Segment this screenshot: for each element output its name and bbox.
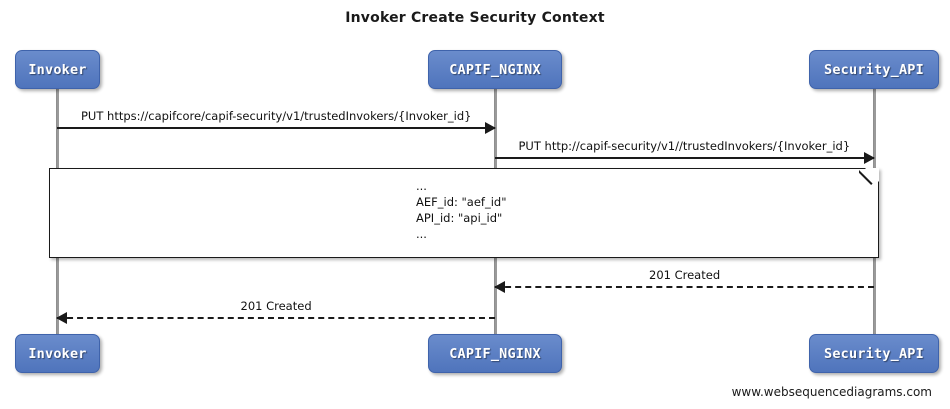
- participant-label: Invoker: [28, 61, 87, 78]
- participant-label: Security_API: [824, 61, 924, 78]
- note-line: ...: [416, 227, 427, 241]
- note-line: API_id: "api_id": [416, 211, 503, 225]
- participant-capif_nginx-top[interactable]: CAPIF_NGINX: [428, 50, 562, 89]
- message-line: [495, 286, 874, 288]
- participant-invoker-bottom[interactable]: Invoker: [15, 334, 100, 373]
- participant-invoker-top[interactable]: Invoker: [15, 50, 100, 89]
- message-line: [57, 127, 495, 129]
- note-line: ...: [416, 179, 427, 193]
- message-label: 201 Created: [240, 299, 312, 313]
- message-label: PUT http://capif-security/v1//trustedInv…: [518, 139, 851, 153]
- note-box: ... AEF_id: "aef_id" API_id: "api_id"...: [49, 168, 879, 258]
- arrowhead-left-icon: [494, 281, 505, 293]
- message-line: [57, 317, 495, 319]
- participant-label: Security_API: [824, 345, 924, 362]
- note-line: AEF_id: "aef_id": [416, 195, 507, 209]
- note-text: ... AEF_id: "aef_id" API_id: "api_id"...: [416, 178, 507, 242]
- arrowhead-left-icon: [56, 312, 67, 324]
- participant-capif_nginx-bottom[interactable]: CAPIF_NGINX: [428, 334, 562, 373]
- participant-label: CAPIF_NGINX: [449, 345, 541, 362]
- participant-security_api-top[interactable]: Security_API: [809, 50, 939, 89]
- participant-security_api-bottom[interactable]: Security_API: [809, 334, 939, 373]
- arrowhead-right-icon: [485, 122, 496, 134]
- note-fold-edge-icon: [859, 168, 879, 188]
- participant-label: CAPIF_NGINX: [449, 61, 541, 78]
- participant-label: Invoker: [28, 345, 87, 362]
- watermark-footer: www.websequencediagrams.com: [731, 385, 932, 399]
- page-title: Invoker Create Security Context: [345, 10, 605, 26]
- arrowhead-right-icon: [864, 152, 875, 164]
- message-line: [495, 157, 874, 159]
- message-label: PUT https://capifcore/capif-security/v1/…: [81, 109, 472, 123]
- message-label: 201 Created: [649, 268, 721, 282]
